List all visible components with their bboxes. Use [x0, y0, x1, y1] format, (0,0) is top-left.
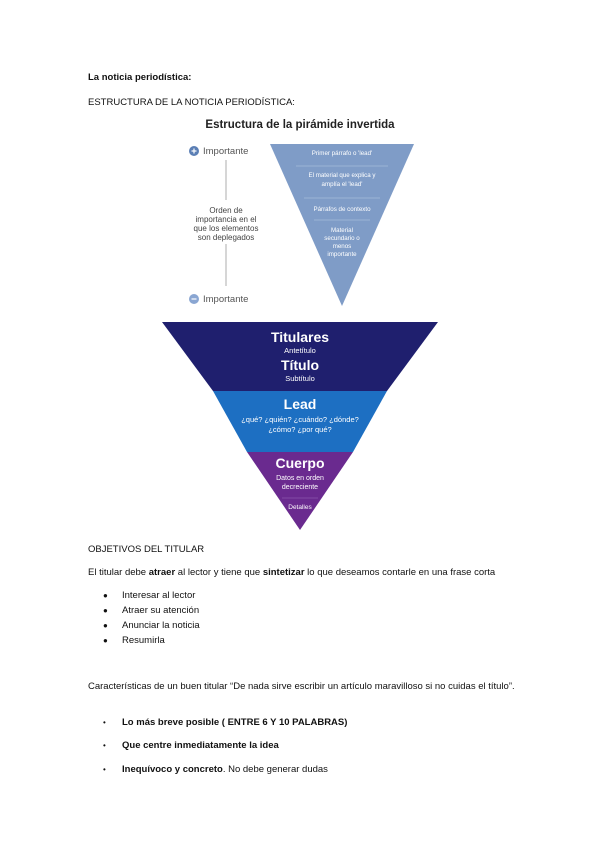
objectives-sentence-part: al lector y tiene que	[175, 567, 263, 578]
list-item-bold: Lo más breve posible ( ENTRE 6 Y 10 PALA…	[122, 717, 348, 728]
objectives-sentence-bold: atraer	[148, 567, 176, 578]
titulo-title: Título	[281, 357, 319, 373]
pyramid-layer-4b: secundario o	[324, 235, 360, 242]
pyramid-layer-3: Párrafos de contexto	[313, 206, 371, 213]
pyramid-layer-4a: Material	[331, 227, 353, 234]
plus-icon	[189, 146, 199, 156]
bullet-icon: •	[103, 765, 106, 774]
pyramid-triangle	[270, 144, 414, 306]
list-item-bold: Inequívoco y concreto	[122, 764, 223, 775]
list-item-text: Resumirla	[122, 635, 165, 646]
document-heading: La noticia periodística:	[88, 72, 192, 83]
list-item-text: Anunciar la noticia	[122, 620, 200, 631]
cuerpo-line-2: decreciente	[282, 484, 318, 491]
lead-band	[213, 391, 387, 452]
titulares-title: Titulares	[271, 329, 329, 345]
bullet-icon: ●	[103, 636, 108, 645]
titulo-sub: Subtítulo	[285, 374, 315, 383]
pyramid-layer-1: Primer párrafo o 'lead'	[312, 150, 372, 157]
svg-text:que los elementos: que los elementos	[194, 224, 259, 233]
pyramid-layer-4d: importante	[327, 251, 357, 258]
bullet-icon: ●	[103, 606, 108, 615]
bullet-icon: ●	[103, 621, 108, 630]
list-item-text: Atraer su atención	[122, 605, 200, 616]
cuerpo-line-1: Datos en orden	[276, 475, 324, 482]
titulares-band	[162, 322, 438, 391]
titulares-sub: Antetítulo	[284, 346, 316, 355]
svg-text:importancia en el: importancia en el	[196, 215, 257, 224]
importance-top-label: Importante	[203, 146, 248, 157]
objectives-sentence-part: lo que deseamos contarle en una frase co…	[304, 567, 496, 578]
list-item-text: . No debe generar dudas	[222, 764, 328, 775]
objectives-title: OBJETIVOS DEL TITULAR	[88, 544, 205, 555]
svg-text:Orden de: Orden de	[209, 206, 243, 215]
objectives-sentence: El titular debe atraer al lector y tiene…	[88, 566, 495, 579]
importance-bottom-label: Importante	[203, 294, 248, 305]
characteristics-paragraph: Características de un buen titular “De n…	[88, 681, 515, 692]
importance-side-text: Orden de importancia en el que los eleme…	[194, 206, 259, 242]
pyramid-layer-2a: El material que explica y	[308, 172, 376, 179]
structure-title: ESTRUCTURA DE LA NOTICIA PERIODÍSTICA:	[88, 97, 295, 108]
pyramid-layer-2b: amplía el 'lead'	[322, 181, 363, 188]
bullet-icon: •	[103, 718, 106, 727]
objectives-sentence-bold: sintetizar	[262, 567, 305, 578]
cuerpo-band	[247, 452, 353, 530]
minus-icon	[189, 294, 199, 304]
inverted-pyramid-figure: Estructura de la pirámide invertida Impo…	[189, 119, 414, 306]
lead-questions-2: ¿cómo? ¿por qué?	[268, 425, 331, 434]
list-item-bold: Que centre inmediatamente la idea	[122, 740, 279, 751]
news-structure-pyramid: Titulares Antetítulo Título Subtítulo Le…	[162, 322, 438, 530]
pyramid-layer-4c: menos	[333, 243, 352, 250]
bullet-icon: ●	[103, 591, 108, 600]
list-item-text: Interesar al lector	[122, 590, 196, 601]
svg-text:son deplegados: son deplegados	[198, 233, 255, 242]
lead-questions-1: ¿qué? ¿quién? ¿cuándo? ¿dónde?	[241, 415, 359, 424]
cuerpo-title: Cuerpo	[276, 455, 325, 471]
objectives-sentence-part: El titular debe	[88, 567, 149, 578]
cuerpo-detalles: Detalles	[288, 504, 312, 511]
bullet-icon: •	[103, 741, 106, 750]
lead-title: Lead	[284, 396, 317, 412]
figure-title: Estructura de la pirámide invertida	[205, 119, 395, 131]
